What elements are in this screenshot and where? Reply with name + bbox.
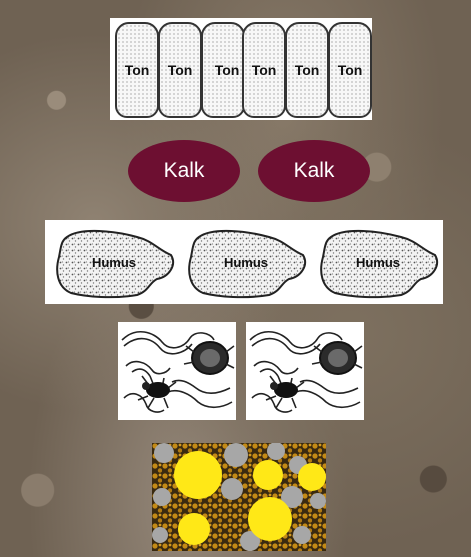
crumb-structure-panel (152, 443, 326, 551)
clay-label: Ton (168, 62, 193, 78)
humus-particle: Humus (317, 225, 439, 301)
clay-particle: Ton (328, 22, 372, 118)
soil-organisms-panel (118, 322, 236, 420)
clay-label: Ton (338, 62, 363, 78)
clay-particle: Ton (115, 22, 159, 118)
clay-label: Ton (125, 62, 150, 78)
lime-label: Kalk (164, 159, 205, 183)
clay-label: Ton (215, 62, 240, 78)
soil-organisms-panel (246, 322, 364, 420)
lime-blob: Kalk (128, 140, 240, 202)
clay-particle: Ton (201, 22, 245, 118)
clay-label: Ton (295, 62, 320, 78)
humus-label: Humus (53, 255, 175, 270)
humus-label: Humus (317, 255, 439, 270)
humus-particle: Humus (185, 225, 307, 301)
lime-blob: Kalk (258, 140, 370, 202)
clay-particle: Ton (242, 22, 286, 118)
humus-particle: Humus (53, 225, 175, 301)
clay-particle: Ton (158, 22, 202, 118)
clay-row: Ton Ton Ton Ton Ton Ton (110, 18, 372, 120)
clay-label: Ton (252, 62, 277, 78)
humus-row: Humus Humus Humus (45, 220, 443, 304)
clay-particle: Ton (285, 22, 329, 118)
lime-label: Kalk (294, 159, 335, 183)
crumb-structure-icon (152, 443, 326, 551)
soil-organisms-icon (246, 322, 364, 420)
soil-organisms-icon (118, 322, 236, 420)
humus-label: Humus (185, 255, 307, 270)
